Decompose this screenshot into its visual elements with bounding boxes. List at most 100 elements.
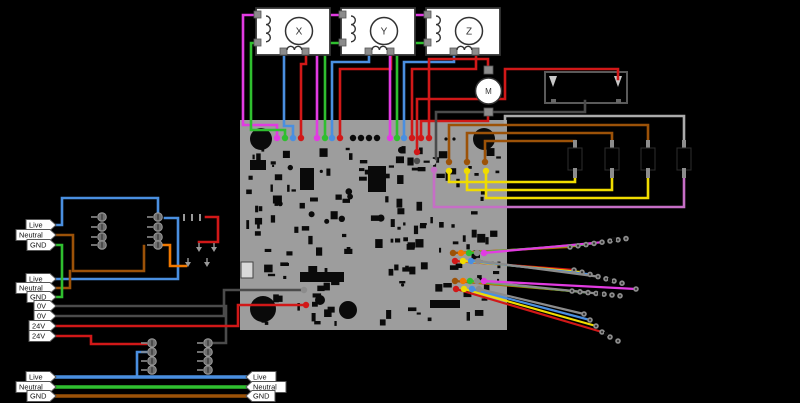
wire-heater-positive <box>415 67 620 153</box>
pcb-part <box>436 173 445 178</box>
header-pad-hole <box>568 245 572 249</box>
pcb-part <box>264 264 273 273</box>
ribbon-wire <box>478 287 585 316</box>
psu-terminal-screw <box>141 356 157 366</box>
header-body <box>598 292 602 296</box>
junction-dot <box>480 249 488 257</box>
endstop-switch-4 <box>676 140 692 178</box>
ribbon-wire <box>463 287 597 328</box>
net-label-mains_in-0: Live <box>25 371 57 383</box>
pcb-part <box>287 184 290 192</box>
wire-fan-negative <box>419 114 490 139</box>
spade-pin-icon <box>211 243 217 252</box>
junction-dot <box>289 134 297 142</box>
motor-terminal-pad <box>338 10 347 19</box>
junction-dot <box>482 167 490 175</box>
junction-dot <box>444 137 448 141</box>
net-label-flag <box>26 291 57 303</box>
pcb-part <box>403 237 408 242</box>
junction-dot <box>451 257 459 265</box>
net-label-text: Live <box>29 275 43 284</box>
pcb-part <box>439 247 442 253</box>
pcb-part <box>342 198 350 203</box>
fuse-mark <box>199 214 201 221</box>
switch-pin <box>573 140 577 150</box>
pcb-part <box>390 219 395 227</box>
pcb-part <box>274 202 278 206</box>
pcb-part <box>394 264 399 271</box>
net-label-text: GND <box>30 293 46 302</box>
switch-body <box>676 147 692 171</box>
pcb-part <box>267 273 276 277</box>
motor-coil-icon <box>456 45 473 51</box>
net-label-mains_in-1: Neutral <box>15 381 57 393</box>
pcb-part <box>396 198 403 208</box>
motor-terminal-pad <box>471 47 480 56</box>
pcb-part <box>246 220 250 229</box>
pcb-part <box>252 154 255 160</box>
pcb-part <box>264 248 272 252</box>
pcb-part <box>411 245 415 249</box>
dc-motor-symbol <box>474 77 503 105</box>
pcb-part <box>466 312 470 321</box>
junction-dot <box>475 285 483 293</box>
motor-terminal-pad <box>423 10 432 19</box>
net-label-flag <box>28 320 57 332</box>
pcb-part <box>294 226 299 233</box>
pcb-part <box>419 147 423 155</box>
net-label-dc_rails-3: 24V <box>28 330 57 342</box>
pcb-part <box>254 231 261 236</box>
spade-pin-icon <box>196 243 202 252</box>
pcb-ic <box>430 300 460 308</box>
junction-dot <box>357 134 365 142</box>
pcb-part <box>385 196 389 203</box>
pcb-part <box>388 268 394 276</box>
net-label-flag <box>26 390 57 402</box>
psu-terminal-screw <box>147 240 163 250</box>
pcb-part <box>395 238 401 243</box>
wire-endstop1-return <box>447 169 577 184</box>
junction-dot <box>452 137 456 141</box>
header-pad-hole <box>634 287 638 291</box>
pcb-part <box>254 217 263 225</box>
junction-dot <box>463 167 471 175</box>
net-label-flag <box>25 219 57 231</box>
junction-dot <box>459 257 467 265</box>
motor-coil-icon <box>350 15 356 43</box>
pcb-part <box>246 189 252 195</box>
motor-terminal-pad <box>279 47 288 56</box>
switch-pin <box>682 168 686 178</box>
pcb-part <box>301 226 310 231</box>
switch-pin <box>682 140 686 150</box>
ribbon-wire <box>483 279 637 291</box>
pcb-ic <box>250 160 266 170</box>
heater-stub <box>616 99 621 103</box>
header-pad-hole <box>584 243 588 246</box>
psu-terminal-screw <box>197 347 213 357</box>
net-label-flag <box>28 330 57 342</box>
pcb-part <box>427 317 432 322</box>
pcb-part <box>420 223 427 226</box>
wire-junction-dots <box>273 134 490 309</box>
pcb-part <box>291 189 296 192</box>
pcb-part <box>439 222 444 228</box>
junction-dot <box>460 285 468 293</box>
pcb-part <box>384 173 390 179</box>
pcb-part <box>283 275 287 279</box>
net-label-flag <box>26 239 57 251</box>
switch-pin <box>646 168 650 178</box>
ribbon-wire <box>476 279 597 295</box>
pcb-part <box>485 237 489 245</box>
junction-dot <box>328 134 336 142</box>
switch-pin <box>610 140 614 150</box>
ribbon-wire <box>471 287 591 322</box>
net-label-text: GND <box>30 392 46 401</box>
pcb-part <box>419 224 427 229</box>
wire-0v-b <box>54 288 304 318</box>
header-pad-hole <box>608 335 612 339</box>
pcb-part <box>276 295 283 302</box>
net-label-flag <box>245 371 277 383</box>
pcb-part <box>438 151 448 159</box>
